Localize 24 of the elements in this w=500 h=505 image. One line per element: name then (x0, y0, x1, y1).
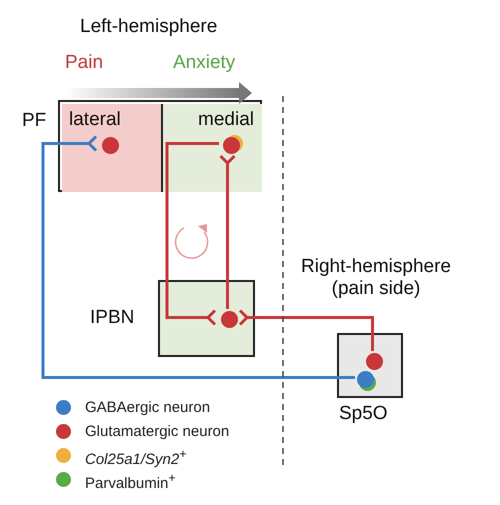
legend-label: Col25a1/Syn2$^{+}$ (85, 447, 187, 468)
hemisphere-title: Left-hemisphere (80, 16, 218, 38)
region-label: lateral (69, 109, 121, 131)
legend-label: Parvalbumin$^{+}$ (85, 471, 176, 492)
legend-label: GABAergic neuron (85, 399, 210, 416)
neural-projection-line (166, 142, 219, 326)
neuron-dot (366, 353, 383, 370)
neuron-dot (357, 371, 374, 388)
legend-label: Glutamatergic neuron (85, 423, 230, 440)
neural-projection-line (219, 154, 236, 309)
region-label: PF (22, 110, 46, 132)
region-label: Sp5O (339, 403, 388, 425)
neuron-dot (102, 137, 119, 154)
hemisphere-title: Right-hemisphere (pain side) (300, 256, 452, 300)
neural-projection-line (42, 135, 355, 379)
axis-end-label: Pain (65, 52, 104, 74)
brain-subregion-box (62, 104, 161, 192)
region-label: IPBN (90, 307, 134, 329)
region-label: medial (198, 109, 254, 131)
neuron-dot (223, 137, 240, 154)
neural-projection-line (238, 309, 374, 351)
brain-subregion-box (161, 104, 262, 192)
axis-end-label: Anxiety (173, 52, 236, 74)
neuron-dot (221, 311, 238, 328)
